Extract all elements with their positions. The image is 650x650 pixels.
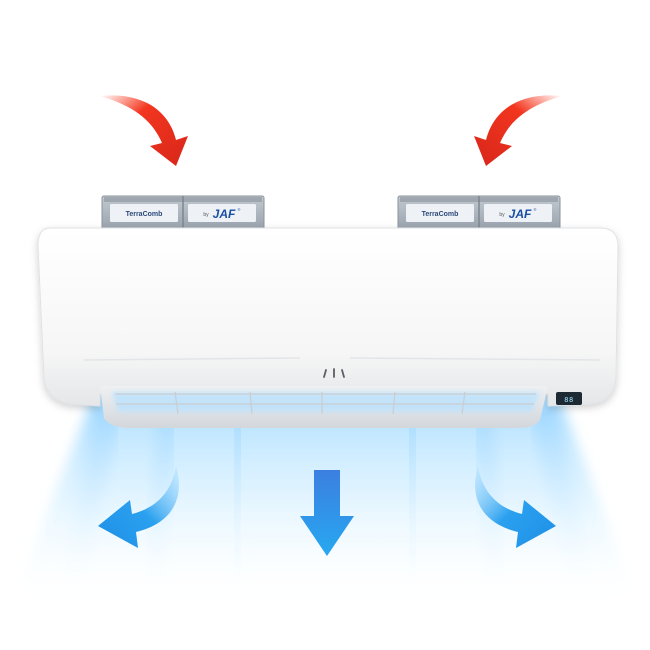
filter-left-by: by bbox=[203, 212, 209, 218]
filter-right-trademark: ® bbox=[534, 207, 537, 212]
filter-module-left: TerraComb by JAF ® bbox=[101, 195, 265, 231]
front-panel-seam-right bbox=[349, 357, 601, 361]
curved-arrow-down-left-icon bbox=[474, 95, 562, 166]
arrow-down-icon bbox=[300, 470, 354, 556]
filter-right-by: by bbox=[499, 212, 505, 218]
curved-arrow-left-icon bbox=[98, 466, 179, 548]
filter-right-brand: TerraComb bbox=[422, 211, 459, 218]
filter-right-maker-logo: JAF bbox=[509, 207, 532, 221]
filter-left-brand: TerraComb bbox=[126, 211, 163, 218]
ac-indoor-unit bbox=[37, 227, 619, 407]
air-outlet-glow bbox=[112, 392, 540, 412]
temperature-display: 88 bbox=[556, 392, 582, 405]
filter-module-right: TerraComb by JAF ® bbox=[397, 195, 561, 231]
curved-arrow-right-icon bbox=[475, 466, 556, 548]
indicator-lights bbox=[323, 368, 345, 378]
display-readout: 88 bbox=[564, 396, 573, 404]
louver-blades bbox=[115, 391, 536, 415]
curved-arrow-down-right-icon bbox=[100, 95, 188, 166]
filter-left-maker-logo: JAF bbox=[213, 207, 236, 221]
front-panel-seam-left bbox=[83, 357, 301, 361]
filter-left-trademark: ® bbox=[238, 207, 241, 212]
